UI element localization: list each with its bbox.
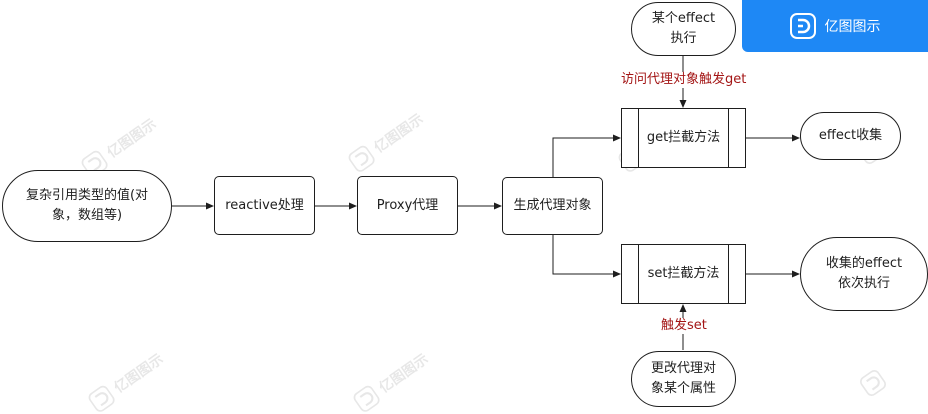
edge-generate-to-set bbox=[552, 235, 621, 278]
node-source-value-line1: 复杂引用类型的值(对 bbox=[25, 188, 149, 203]
node-some-effect[interactable]: 某个effect 执行 bbox=[631, 2, 736, 56]
node-get-intercept-label: get拦截方法 bbox=[646, 130, 721, 145]
node-proxy-label: Proxy代理 bbox=[376, 197, 439, 213]
node-proxy[interactable]: Proxy代理 bbox=[357, 176, 458, 235]
watermark: 亿图图示 bbox=[346, 108, 427, 174]
watermark-logo-icon bbox=[348, 145, 375, 172]
node-reactive-label: reactive处理 bbox=[225, 197, 304, 213]
edge-generate-to-get bbox=[552, 134, 621, 177]
node-source-value-line2: 象，数组等) bbox=[51, 208, 123, 223]
watermark bbox=[858, 368, 889, 399]
node-change-property[interactable]: 更改代理对 象某个属性 bbox=[631, 351, 736, 407]
node-effect-collect-label: effect收集 bbox=[818, 128, 883, 143]
node-generate-proxy[interactable]: 生成代理对象 bbox=[502, 177, 603, 235]
node-change-property-line2: 象某个属性 bbox=[650, 381, 716, 396]
node-set-intercept-label: set拦截方法 bbox=[647, 266, 720, 281]
node-get-intercept[interactable]: get拦截方法 bbox=[621, 108, 746, 168]
node-change-property-line1: 更改代理对 bbox=[650, 361, 716, 376]
node-generate-proxy-label: 生成代理对象 bbox=[513, 198, 592, 213]
brand-badge[interactable]: 亿图图示 bbox=[742, 0, 928, 52]
watermark-logo-icon bbox=[860, 370, 886, 396]
node-reactive[interactable]: reactive处理 bbox=[214, 176, 315, 235]
brand-name: 亿图图示 bbox=[824, 19, 881, 35]
edge-label-trigger-set: 触发set bbox=[660, 318, 708, 334]
node-set-intercept[interactable]: set拦截方法 bbox=[621, 244, 746, 304]
node-collected-effects[interactable]: 收集的effect 依次执行 bbox=[800, 237, 928, 311]
node-source-value[interactable]: 复杂引用类型的值(对 象，数组等) bbox=[2, 170, 172, 242]
node-some-effect-line2: 执行 bbox=[670, 31, 697, 46]
edraw-logo-icon bbox=[789, 13, 816, 39]
edge-label-access-get: 访问代理对象触发get bbox=[620, 72, 748, 88]
node-collected-effects-line2: 依次执行 bbox=[837, 276, 890, 291]
node-some-effect-line1: 某个effect bbox=[651, 11, 716, 26]
node-collected-effects-line1: 收集的effect bbox=[825, 256, 903, 271]
node-effect-collect[interactable]: effect收集 bbox=[800, 112, 901, 160]
